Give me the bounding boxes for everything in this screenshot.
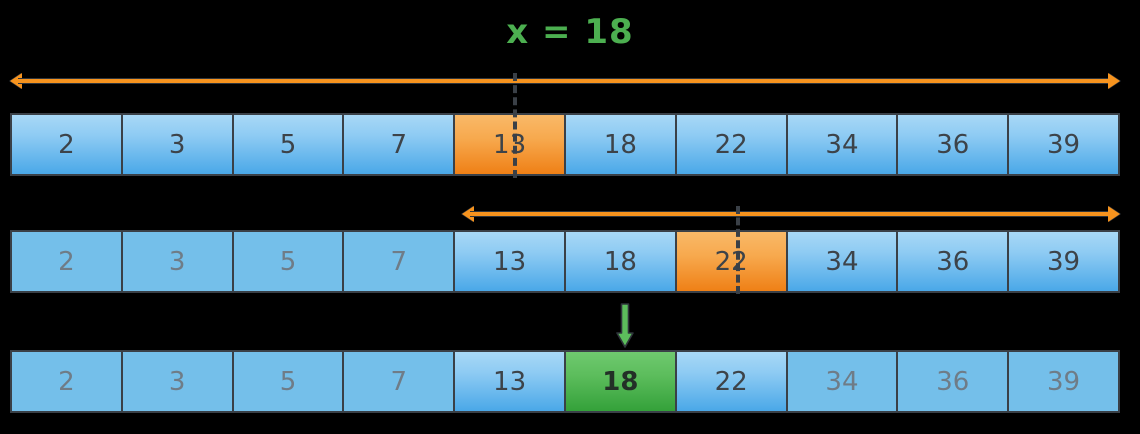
cell-value: 7: [390, 246, 408, 277]
array-cell[interactable]: 39: [1007, 230, 1120, 293]
array-cell[interactable]: 36: [896, 113, 1010, 176]
array-cell-mid[interactable]: 22: [674, 230, 788, 293]
array-cell-excluded[interactable]: 36: [896, 350, 1010, 413]
cell-value: 34: [825, 366, 859, 397]
array-cell[interactable]: 2: [10, 113, 123, 176]
array-cell[interactable]: 22: [674, 113, 788, 176]
arrow-head-right-icon: [1108, 73, 1120, 89]
cell-value: 39: [1047, 366, 1081, 397]
array-cell[interactable]: 34: [785, 230, 899, 293]
cell-value: 18: [603, 246, 637, 277]
array-cell[interactable]: 7: [342, 113, 456, 176]
array-cell-excluded[interactable]: 5: [231, 350, 345, 413]
array-cell[interactable]: 39: [1007, 113, 1120, 176]
arrow-head-left-icon: [10, 73, 22, 89]
array-cell-excluded[interactable]: 3: [120, 230, 234, 293]
array-cell[interactable]: 18: [563, 113, 677, 176]
cell-value: 18: [602, 366, 639, 397]
search-range-arrow-step-1: [10, 73, 1120, 89]
found-down-arrow-icon: [616, 303, 634, 348]
array-cell-excluded[interactable]: 2: [10, 230, 123, 293]
arrow-head-right-icon: [1108, 206, 1120, 222]
mid-divider-step-2: [736, 206, 740, 294]
cell-value: 5: [279, 129, 297, 160]
cell-value: 13: [493, 246, 527, 277]
cell-value: 3: [168, 366, 186, 397]
cell-value: 5: [279, 246, 297, 277]
cell-value: 18: [603, 129, 637, 160]
array-row-step-2: 2 3 5 7 13 18 22 34 36 39: [10, 230, 1120, 293]
cell-value: 34: [825, 246, 859, 277]
array-cell[interactable]: 34: [785, 113, 899, 176]
page-title: x = 18: [506, 12, 634, 52]
cell-value: 34: [825, 129, 859, 160]
cell-value: 7: [390, 366, 408, 397]
cell-value: 13: [493, 366, 527, 397]
cell-value: 3: [168, 129, 186, 160]
cell-value: 36: [936, 366, 970, 397]
array-cell-excluded[interactable]: 39: [1007, 350, 1120, 413]
cell-value: 13: [493, 129, 527, 160]
array-cell[interactable]: 13: [453, 350, 566, 413]
cell-value: 39: [1047, 246, 1081, 277]
array-row-step-3: 2 3 5 7 13 18 22 34 36 39: [10, 350, 1120, 413]
cell-value: 36: [936, 129, 970, 160]
array-cell-excluded[interactable]: 34: [785, 350, 899, 413]
arrow-shaft: [470, 211, 1112, 217]
cell-value: 22: [714, 366, 748, 397]
cell-value: 2: [58, 129, 75, 160]
array-cell-excluded[interactable]: 7: [342, 350, 456, 413]
cell-value: 2: [58, 246, 75, 277]
cell-value: 22: [714, 129, 748, 160]
cell-value: 5: [279, 366, 297, 397]
array-cell[interactable]: 36: [896, 230, 1010, 293]
cell-value: 7: [390, 129, 408, 160]
cell-value: 2: [58, 366, 75, 397]
cell-value: 36: [936, 246, 970, 277]
array-cell-found[interactable]: 18: [563, 350, 677, 413]
array-cell[interactable]: 5: [231, 113, 345, 176]
array-cell-excluded[interactable]: 2: [10, 350, 123, 413]
search-range-arrow-step-2: [462, 206, 1120, 222]
array-cell[interactable]: 18: [563, 230, 677, 293]
array-cell-mid[interactable]: 13: [453, 113, 566, 176]
array-cell-excluded[interactable]: 5: [231, 230, 345, 293]
cell-value: 22: [714, 246, 748, 277]
mid-divider-step-1: [513, 73, 517, 178]
array-cell-excluded[interactable]: 3: [120, 350, 234, 413]
array-row-step-1: 2 3 5 7 13 18 22 34 36 39: [10, 113, 1120, 176]
arrow-shaft: [18, 78, 1112, 84]
cell-value: 39: [1047, 129, 1081, 160]
array-cell-excluded[interactable]: 7: [342, 230, 456, 293]
array-cell[interactable]: 13: [453, 230, 566, 293]
cell-value: 3: [168, 246, 186, 277]
array-cell[interactable]: 3: [120, 113, 234, 176]
arrow-head-left-icon: [462, 206, 474, 222]
array-cell[interactable]: 22: [674, 350, 788, 413]
